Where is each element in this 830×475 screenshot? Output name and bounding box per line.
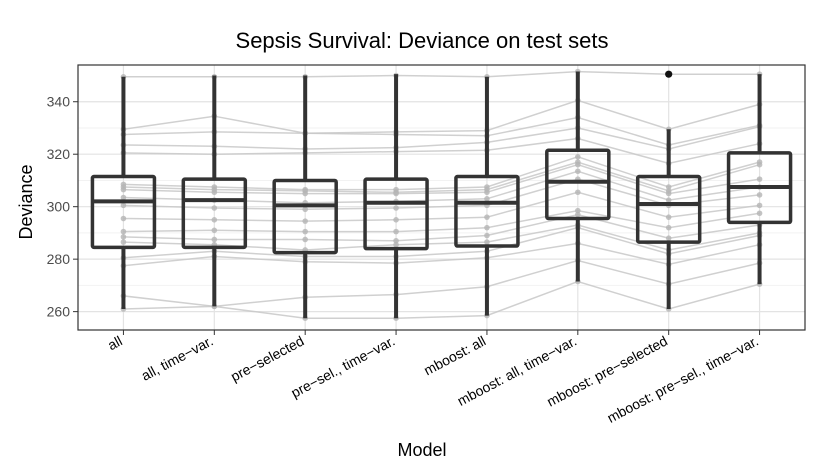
paired-run-line (123, 137, 760, 165)
plot-area: 260 280 300 320 340 all all, time−var. pre−sele… (47, 64, 806, 426)
box-iqr (272, 178, 338, 255)
run-point (484, 232, 490, 239)
paired-run-line (123, 70, 760, 78)
paired-run-line (123, 242, 760, 267)
y-tick-label: 300 (47, 199, 71, 215)
y-tick-label: 340 (47, 94, 71, 110)
paired-run-line (123, 213, 760, 242)
chart-title: Sepsis Survival: Deviance on test sets (236, 28, 609, 53)
run-point (484, 239, 490, 245)
run-point (484, 189, 490, 196)
x-tick-label: pre−sel., time−var. (288, 333, 397, 401)
run-point (393, 237, 399, 244)
paired-run-line (123, 259, 760, 308)
run-point (756, 192, 763, 198)
box-iqr (454, 174, 520, 248)
run-point (393, 217, 399, 223)
box-iqr (363, 177, 429, 251)
run-point (211, 227, 218, 234)
plot-border (77, 64, 806, 331)
run-point (120, 194, 127, 201)
run-point (302, 206, 308, 213)
box-iqr (545, 148, 611, 221)
run-point (756, 210, 763, 217)
run-point (575, 154, 581, 160)
run-point (575, 189, 581, 196)
x-tick-label: mboost: pre−sel., time−var. (604, 333, 761, 426)
box-iqr (635, 174, 702, 244)
run-point (393, 241, 399, 248)
box-iqr (181, 177, 248, 250)
x-tick-label: mboost: all (421, 333, 488, 379)
run-point (211, 217, 218, 223)
y-axis-title: Deviance (16, 164, 36, 239)
y-tick-label: 280 (47, 251, 71, 267)
paired-run-line (123, 191, 760, 222)
run-point (211, 236, 218, 243)
run-point (211, 205, 218, 211)
run-point (302, 236, 308, 243)
paired-run-line (123, 163, 760, 195)
run-point (484, 214, 490, 220)
run-point (484, 196, 490, 202)
run-point (756, 161, 763, 168)
run-point (393, 228, 399, 235)
run-point (120, 186, 127, 193)
run-point (120, 228, 127, 235)
run-point (302, 218, 308, 224)
paired-run-line (123, 161, 760, 194)
y-tick-label: 260 (47, 304, 71, 320)
run-point (575, 207, 581, 214)
paired-run-line (123, 116, 760, 146)
run-point (665, 190, 672, 197)
run-point (665, 184, 672, 190)
run-point (393, 190, 399, 197)
paired-run-line (123, 209, 760, 233)
run-point (393, 205, 399, 211)
run-point (120, 202, 127, 209)
run-point (575, 168, 581, 175)
x-tick-label: all, time−var. (138, 333, 215, 384)
run-point (302, 228, 308, 235)
run-point (756, 202, 763, 209)
run-point (575, 211, 581, 218)
x-axis-title: Model (397, 440, 446, 460)
x-tick-label: all (105, 333, 125, 354)
run-point (665, 197, 672, 203)
run-point (484, 224, 490, 231)
run-point (756, 176, 763, 182)
paired-run-line (123, 156, 760, 191)
paired-run-line (123, 99, 760, 134)
paired-run-line (123, 226, 760, 259)
paired-run-line (123, 125, 760, 150)
box-outlier (665, 70, 673, 78)
y-tick-label: 320 (47, 146, 71, 162)
paired-run-line (123, 224, 760, 251)
run-point (665, 214, 672, 220)
run-point (575, 161, 581, 168)
run-point (120, 215, 127, 222)
box-iqr (90, 174, 157, 250)
x-tick-label: pre−selected (228, 333, 307, 385)
paired-run-line (123, 178, 760, 211)
paired-run-line (123, 280, 760, 319)
run-point (120, 239, 127, 245)
run-point (211, 189, 218, 196)
run-point (665, 235, 672, 241)
run-point (665, 224, 672, 231)
run-point (120, 234, 127, 240)
run-point (302, 190, 308, 197)
